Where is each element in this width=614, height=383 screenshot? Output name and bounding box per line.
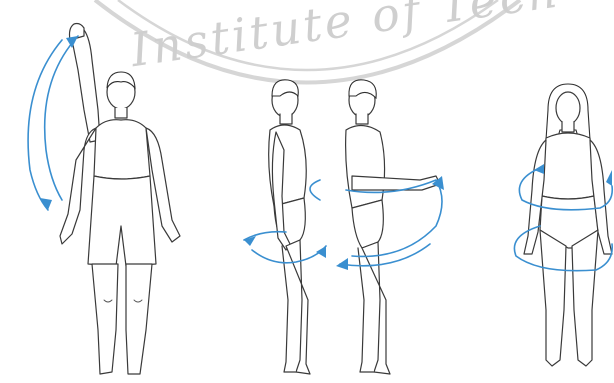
figure-front-female <box>524 84 612 366</box>
shoulder-flexion-arrows <box>28 36 78 210</box>
figure-side-arm-forward <box>346 80 440 374</box>
figure-side-arms-down <box>269 80 310 374</box>
arrow-head <box>336 258 348 270</box>
watermark: Institute of Tech <box>95 0 564 83</box>
watermark-text: Institute of Tech <box>126 0 563 77</box>
arrow-head <box>606 170 612 186</box>
arrow-head <box>316 246 326 258</box>
figure-arm-raised-front <box>60 24 180 375</box>
